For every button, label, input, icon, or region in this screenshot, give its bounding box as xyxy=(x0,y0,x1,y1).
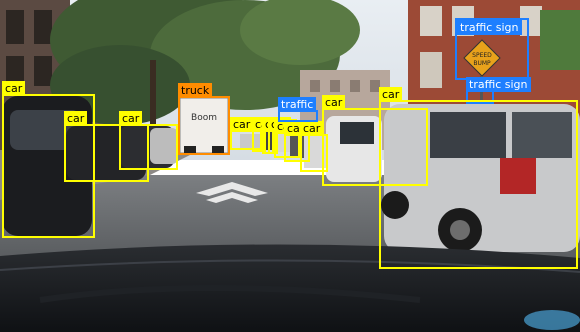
car-detection-box: car xyxy=(322,95,428,186)
car-detection-box: car xyxy=(64,111,149,182)
traffic-sign-detection-box: traffic sign xyxy=(455,18,529,80)
detection-label: car xyxy=(322,95,346,110)
detection-label: car xyxy=(2,81,26,96)
detection-label: car xyxy=(64,111,88,126)
detection-label: traffic xyxy=(278,97,317,112)
traffic-sign-detection-box: traffic sign xyxy=(466,77,531,104)
sign-text-line2: BUMP xyxy=(473,60,491,67)
detection-label: car xyxy=(379,87,403,102)
car-detection-box: car xyxy=(119,111,178,170)
traffic-light-detection-box: traffic xyxy=(278,97,318,122)
car-detection-box: car xyxy=(230,117,262,150)
car-detection-box: car xyxy=(300,121,328,172)
detection-label: car xyxy=(119,111,143,126)
car-detection-box: car xyxy=(2,81,95,238)
detection-label: car xyxy=(300,121,324,136)
detection-label: traffic sign xyxy=(466,77,531,92)
truck-detection-box: truck xyxy=(178,83,230,155)
truck-graffiti: Boom xyxy=(191,113,217,123)
car-detection-box: car xyxy=(379,87,578,269)
detection-label: car xyxy=(230,117,254,132)
detection-label: traffic sign xyxy=(457,20,522,35)
detection-label: truck xyxy=(178,83,213,98)
sign-text-line1: SPEED xyxy=(472,52,492,59)
